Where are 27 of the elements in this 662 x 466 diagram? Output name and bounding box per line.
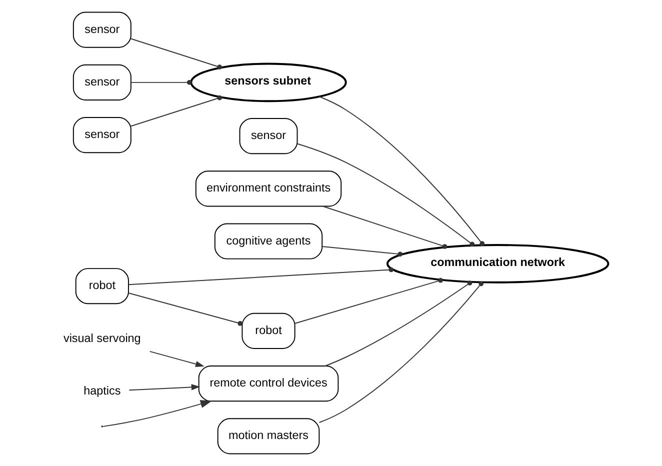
connector: [128, 267, 394, 286]
node-box: remote control devices: [198, 366, 338, 402]
connector: [296, 143, 474, 247]
node-text: visual servoing: [63, 332, 140, 345]
connector: [130, 38, 222, 70]
arrow: [148, 350, 204, 367]
node-box: sensor: [72, 117, 131, 154]
connector: [324, 280, 472, 366]
connector: [322, 206, 447, 249]
connector: [130, 80, 192, 85]
node-box: sensor: [72, 64, 131, 100]
node-text: haptics: [83, 384, 120, 398]
node-box: robot: [74, 268, 128, 304]
connector: [130, 95, 222, 127]
arrow: [128, 384, 200, 391]
node-box: sensor: [72, 12, 131, 48]
connector: [318, 281, 484, 423]
node-box: robot: [241, 312, 295, 349]
node-box: environment constraints: [194, 170, 342, 207]
connector: [128, 292, 242, 326]
node-box: sensor: [238, 118, 298, 154]
node-box: motion masters: [216, 418, 320, 454]
arrow: [102, 400, 212, 427]
connector: [321, 246, 402, 257]
connector: [318, 96, 484, 246]
connector: [294, 278, 442, 324]
node-box: cognitive agents: [214, 223, 322, 260]
